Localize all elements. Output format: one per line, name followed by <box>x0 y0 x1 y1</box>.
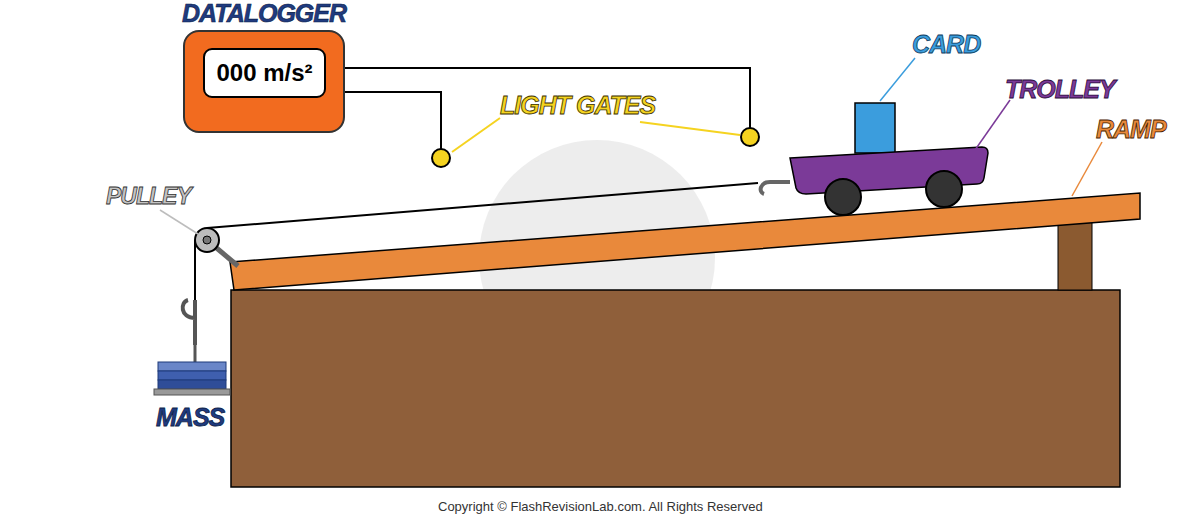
part-label: PULLEY <box>106 183 191 209</box>
slotted-mass <box>158 371 226 380</box>
part-label: RAMP <box>1096 116 1166 144</box>
display-screen: 000 m/s² <box>203 48 326 98</box>
trolley-wheel <box>926 171 962 207</box>
leader-line <box>1072 142 1102 196</box>
display-reading: 000 m/s² <box>216 60 312 86</box>
trolley-hook <box>761 182 790 194</box>
trolley-wheel <box>825 179 861 215</box>
part-label: LIGHT GATES <box>500 92 655 120</box>
datalogger-box: DATALOGGER000 m/s² <box>183 30 345 133</box>
copyright-notice: Copyright © FlashRevisionLab.com. All Ri… <box>438 497 763 515</box>
device-name: DATALOGGER <box>182 0 346 28</box>
copyright-notice: Copyright © FlashRevisionLab.com. All Ri… <box>438 499 763 514</box>
light-gate <box>741 128 759 146</box>
light-gate <box>432 149 450 167</box>
leader-line <box>640 122 740 135</box>
leader-line <box>975 100 1010 150</box>
leader-line <box>452 118 500 152</box>
leader-line <box>160 210 198 234</box>
gate-wire <box>345 92 441 149</box>
pulley-axle <box>203 236 211 244</box>
part-label: PULLEY <box>106 184 191 209</box>
hanger <box>194 345 197 362</box>
string <box>207 183 758 228</box>
part-label: MASS <box>156 403 224 431</box>
part-label: LIGHT GATES <box>500 91 655 119</box>
string <box>194 240 196 300</box>
part-label: CARD <box>912 30 980 58</box>
slotted-mass <box>158 362 226 371</box>
slotted-mass <box>158 380 226 389</box>
part-label: MASS <box>156 404 224 432</box>
part-label: CARD <box>912 31 980 59</box>
leader-line <box>880 58 915 101</box>
card <box>855 103 895 153</box>
mass-base <box>154 389 230 395</box>
ramp-support <box>1058 218 1092 290</box>
part-label: TROLLEY <box>1005 76 1115 104</box>
part-label: TROLLEY <box>1005 75 1115 103</box>
gate-wire <box>345 68 750 128</box>
ramp <box>230 193 1140 290</box>
mass-hook <box>183 300 195 345</box>
bench <box>231 290 1120 487</box>
pulley-wheel <box>195 228 219 252</box>
part-label: RAMP <box>1096 115 1166 143</box>
